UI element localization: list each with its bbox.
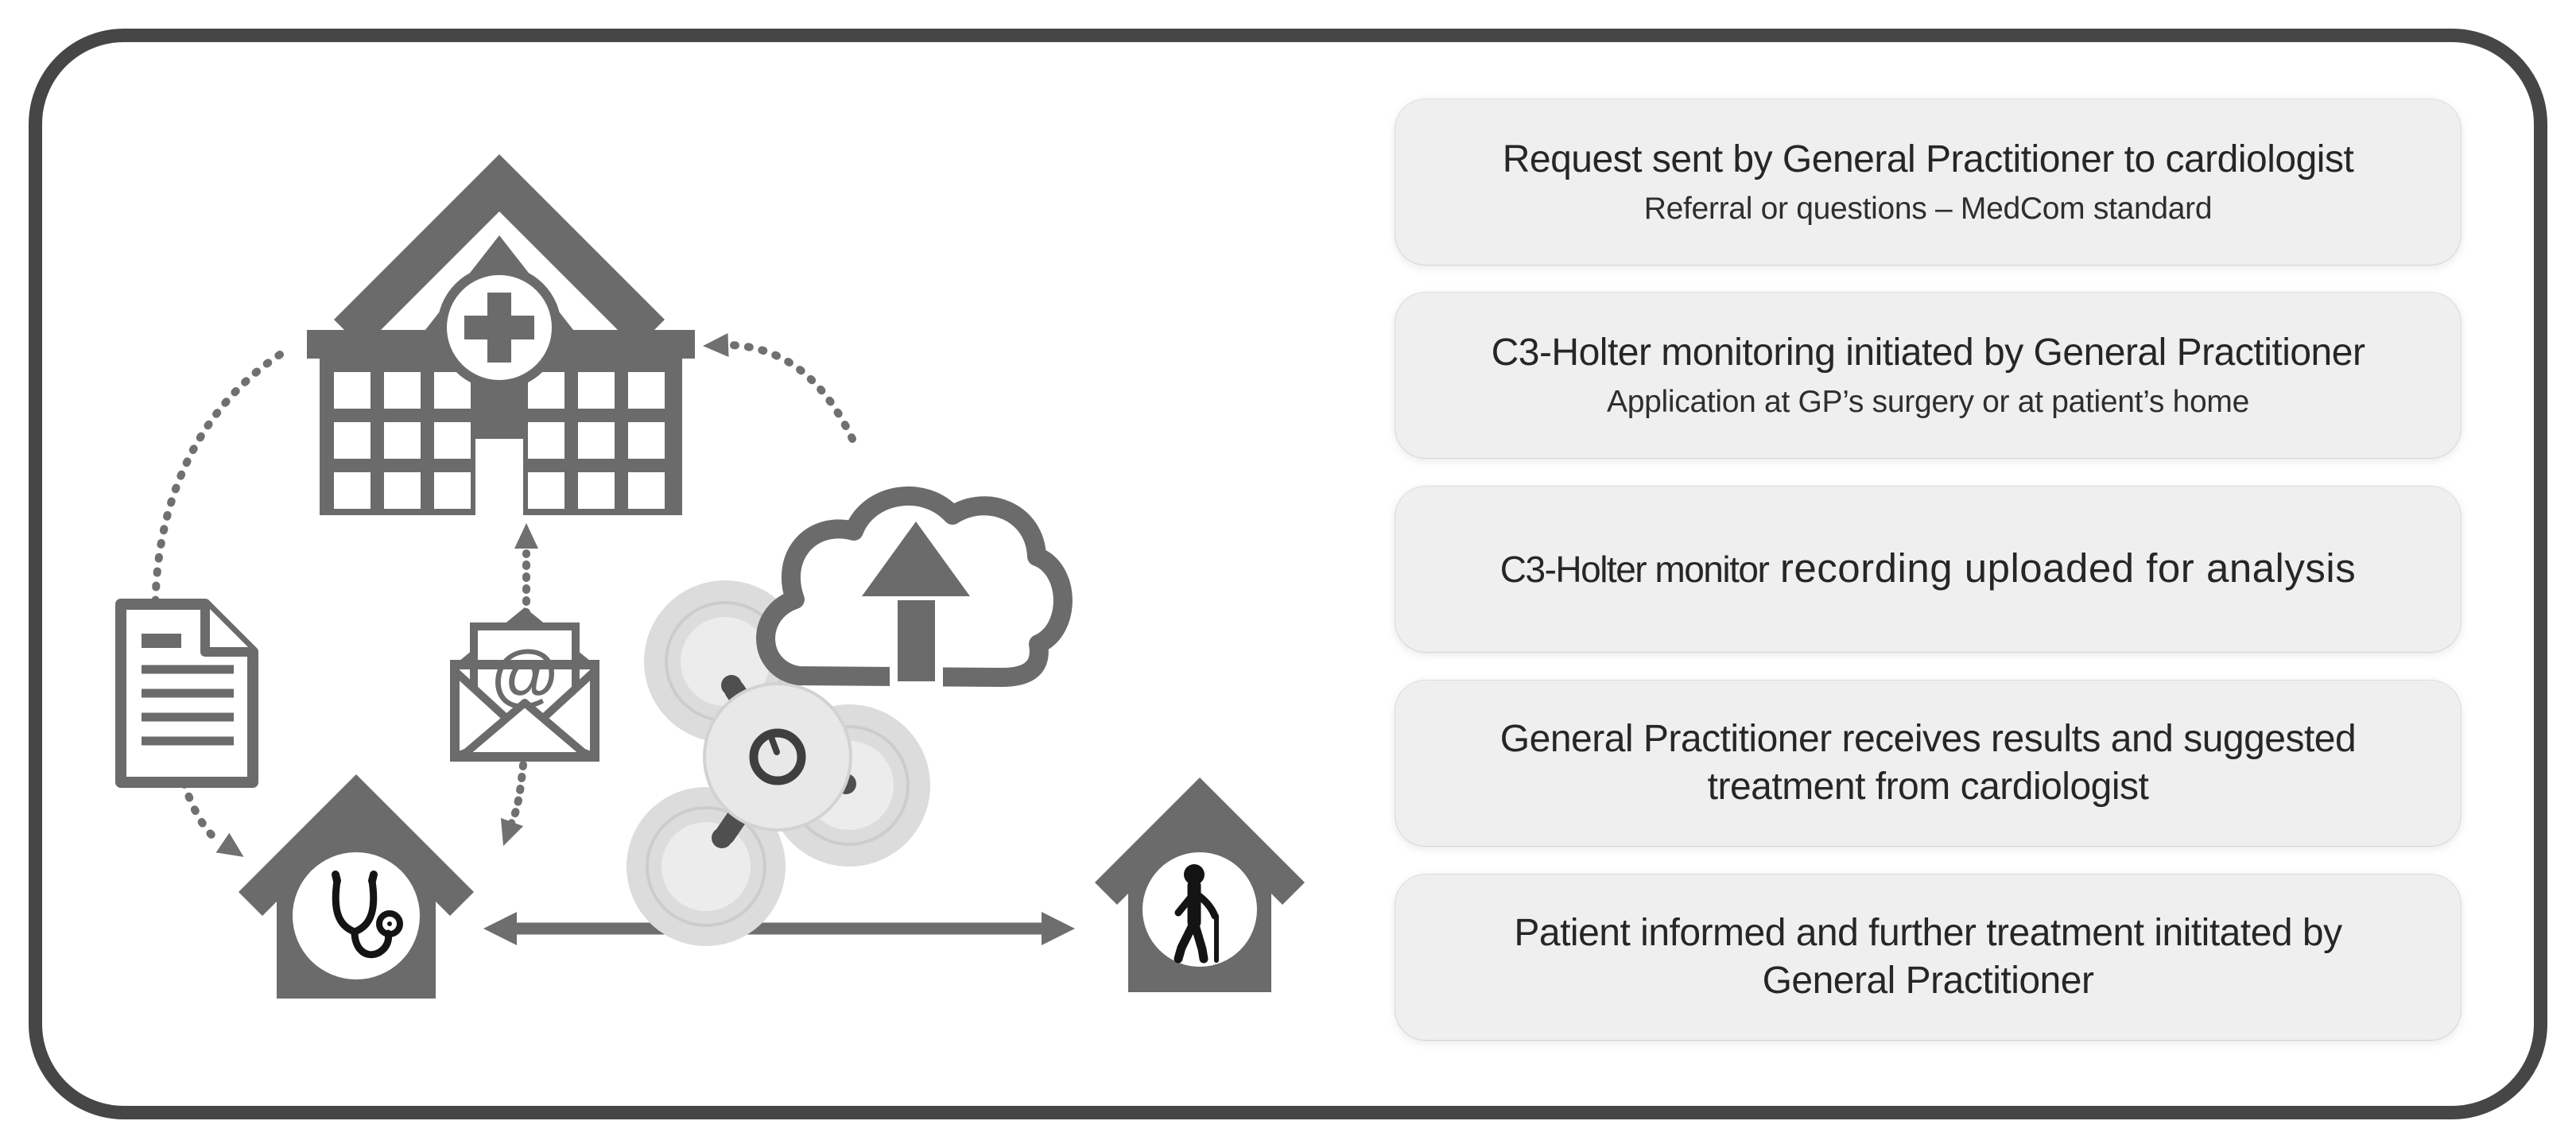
gp-patient-double-arrow <box>483 912 1075 945</box>
step-subtitle: Referral or questions – MedCom standard <box>1643 192 2213 226</box>
email-to-gp-dotted-arrow <box>507 761 527 828</box>
step-title-part1: C3-Holter monitor <box>1499 549 1770 590</box>
cloud-upload-icon <box>756 486 1073 689</box>
step-title: Patient informed and further treatment i… <box>1514 912 2342 1002</box>
arrowhead-to-gp-house <box>215 832 244 857</box>
email-icon: @ <box>450 607 599 762</box>
step-box-monitoring-initiated: C3-Holter monitoring initiated by Genera… <box>1395 293 2461 458</box>
holter-device-icon <box>627 580 930 946</box>
stethoscope-icon <box>332 871 403 959</box>
elderly-person-icon <box>1174 864 1219 964</box>
step-title: General Practitioner receives results an… <box>1499 718 2357 808</box>
arrowhead-to-hospital <box>514 523 538 549</box>
step-title: C3-Holter monitoring initiated by Genera… <box>1491 332 2365 374</box>
step-box-patient-informed: Patient informed and further treatment i… <box>1395 875 2461 1040</box>
step-title-part2: recording uploaded for analysis <box>1768 545 2357 591</box>
hospital-icon <box>307 154 695 515</box>
step-box-gp-receives-results: General Practitioner receives results an… <box>1395 681 2461 846</box>
arrowhead-email-to-gp <box>500 817 524 847</box>
cloud-to-hospital-dotted-arrow <box>726 341 856 443</box>
gp-house-icon <box>239 774 474 999</box>
upload-arrow <box>848 506 984 689</box>
step-subtitle: Application at GP’s surgery or at patien… <box>1607 385 2249 419</box>
step-title: Request sent by General Practitioner to … <box>1502 138 2354 180</box>
patient-home-icon <box>1095 778 1305 992</box>
step-box-request-sent: Request sent by General Practitioner to … <box>1395 99 2461 265</box>
medical-cross-icon <box>437 266 561 390</box>
step-title: C3-Holter monitor recording uploaded for… <box>1500 545 2356 594</box>
step-box-recording-uploaded: C3-Holter monitor recording uploaded for… <box>1395 487 2461 652</box>
arrowhead-cloud-to-hospital <box>703 333 729 357</box>
referral-document-icon <box>115 599 258 788</box>
